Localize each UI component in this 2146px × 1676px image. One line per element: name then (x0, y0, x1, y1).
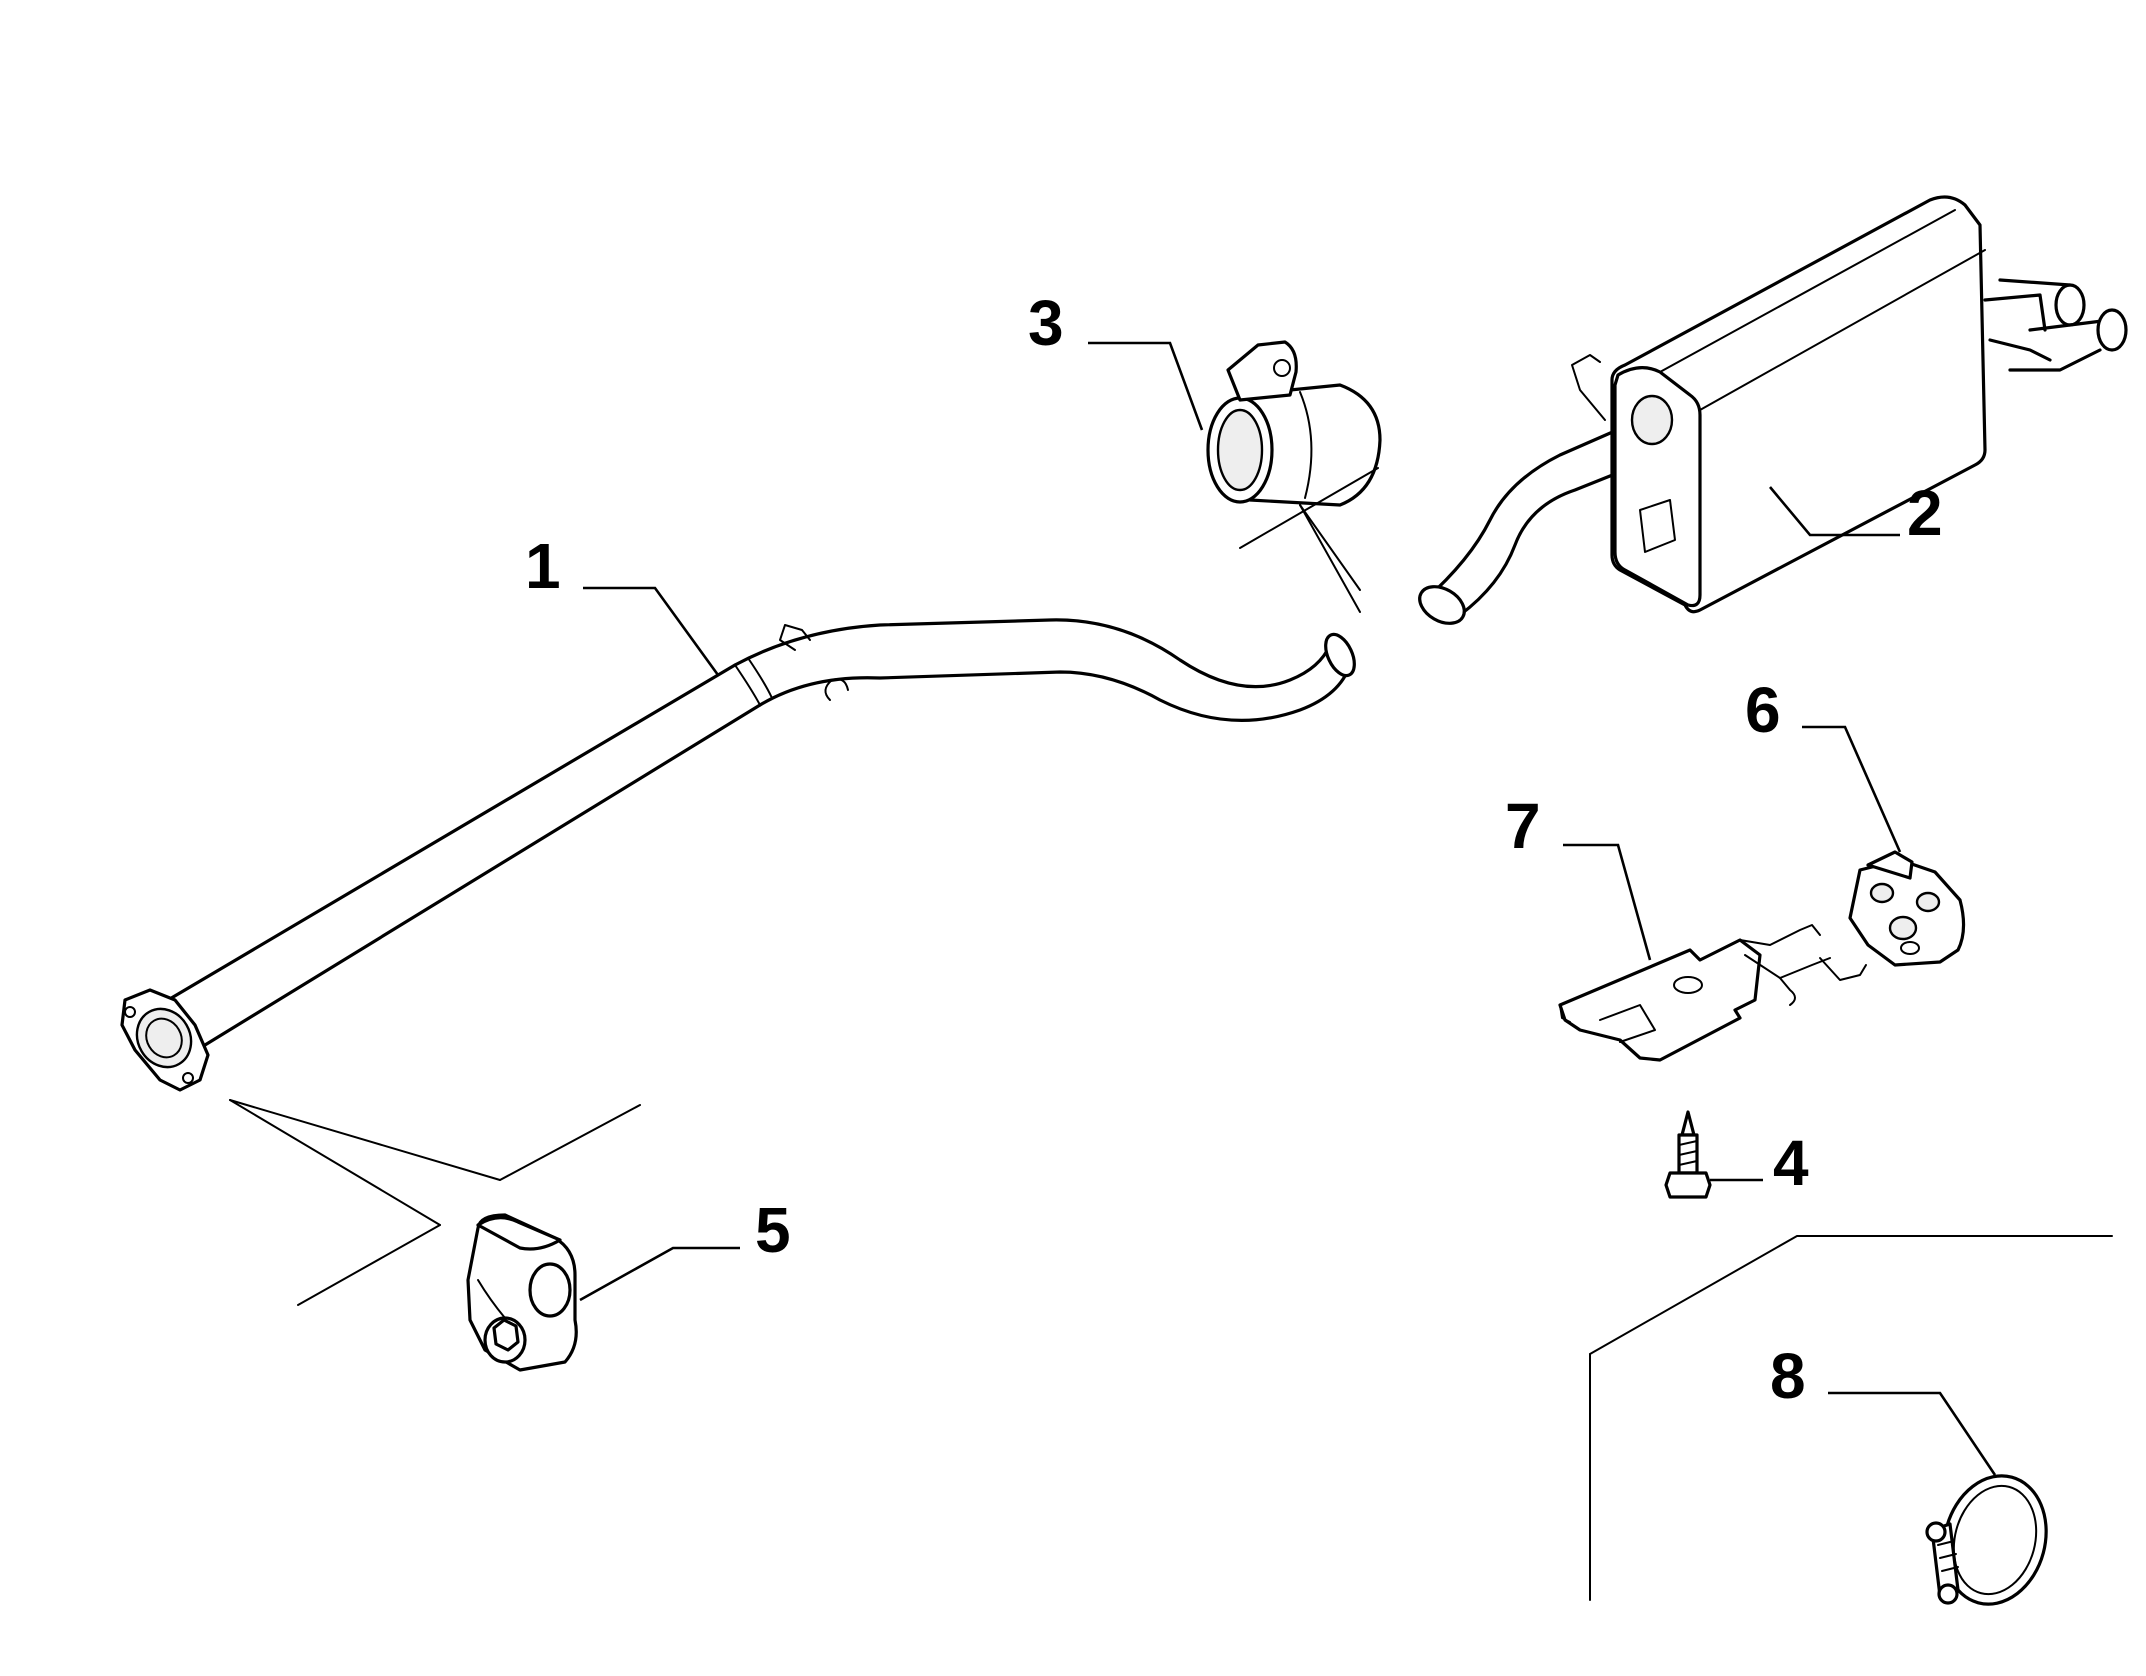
part-2-rear-silencer[interactable] (1413, 195, 2128, 631)
leader-8 (1828, 1391, 1997, 1476)
callout-8: 8 (1770, 1340, 1806, 1412)
callout-4: 4 (1773, 1127, 1809, 1199)
leader-6 (1802, 725, 1902, 853)
part-5-rubber-mount[interactable] (466, 1213, 578, 1372)
part-8-band-clamp[interactable] (1925, 1464, 2060, 1615)
callout-2: 2 (1907, 477, 1943, 549)
part-7-bracket[interactable] (1558, 924, 1867, 1062)
leader-3 (1088, 341, 1204, 431)
part-4-bolt[interactable] (1664, 1110, 1712, 1199)
callout-leaders (579, 341, 1997, 1476)
callout-6: 6 (1745, 674, 1781, 746)
callout-labels: 1 2 3 4 5 6 7 8 (525, 287, 1943, 1412)
assembly-lines (229, 467, 2113, 1601)
part-1-front-pipe[interactable] (120, 618, 1360, 1092)
leader-5 (579, 1246, 740, 1302)
callout-7: 7 (1505, 790, 1541, 862)
leader-1 (583, 586, 720, 676)
leader-2 (1769, 486, 1900, 537)
callout-5: 5 (755, 1194, 791, 1266)
callout-3: 3 (1028, 287, 1064, 359)
part-3-clamp-sleeve[interactable] (1206, 340, 1382, 507)
part-6-hanger-block[interactable] (1848, 850, 1966, 967)
leader-7 (1563, 843, 1652, 961)
callout-1: 1 (525, 530, 561, 602)
